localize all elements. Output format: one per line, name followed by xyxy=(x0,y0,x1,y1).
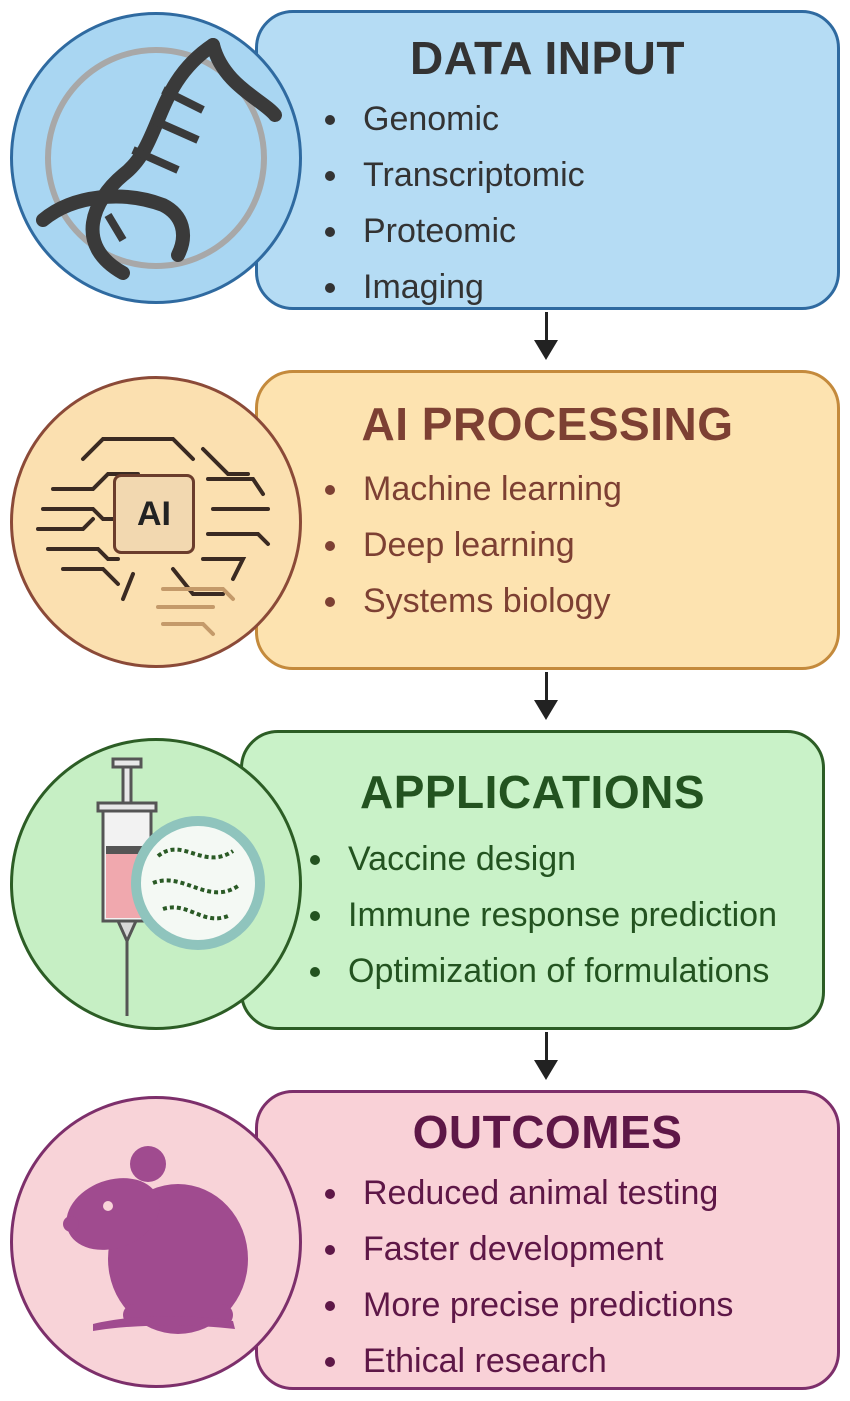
list-item: Genomic xyxy=(323,91,585,147)
data-input-title: DATA INPUT xyxy=(409,32,685,84)
list-item: Imaging xyxy=(323,259,585,315)
flow-arrow xyxy=(534,312,558,360)
applications-list: Vaccine design Immune response predictio… xyxy=(308,831,777,999)
list-item: Ethical research xyxy=(323,1333,733,1389)
list-item: Deep learning xyxy=(323,517,622,573)
ai-brain-icon: AI xyxy=(10,376,302,668)
syringe-virus-icon xyxy=(10,738,302,1030)
list-item: Proteomic xyxy=(323,203,585,259)
outcomes-list: Reduced animal testing Faster developmen… xyxy=(323,1165,733,1389)
list-item: Optimization of formulations xyxy=(308,943,777,999)
flow-arrow xyxy=(534,1032,558,1080)
list-item: Machine learning xyxy=(323,461,622,517)
list-item: Reduced animal testing xyxy=(323,1165,733,1221)
ai-chip: AI xyxy=(113,474,195,554)
applications-title: APPLICATIONS xyxy=(359,766,706,818)
ai-processing-box: AI PROCESSING Machine learning Deep lear… xyxy=(255,370,840,670)
list-item: Faster development xyxy=(323,1221,733,1277)
list-item: More precise predictions xyxy=(323,1277,733,1333)
flow-arrow xyxy=(534,672,558,720)
data-input-list: Genomic Transcriptomic Proteomic Imaging xyxy=(323,91,585,315)
outcomes-box: OUTCOMES Reduced animal testing Faster d… xyxy=(255,1090,840,1390)
list-item: Systems biology xyxy=(323,573,622,629)
list-item: Vaccine design xyxy=(308,831,777,887)
applications-box: APPLICATIONS Vaccine design Immune respo… xyxy=(240,730,825,1030)
ai-processing-title: AI PROCESSING xyxy=(361,398,734,450)
list-item: Immune response prediction xyxy=(308,887,777,943)
ai-processing-list: Machine learning Deep learning Systems b… xyxy=(323,461,622,629)
dna-icon xyxy=(10,12,302,304)
mouse-icon xyxy=(10,1096,302,1388)
outcomes-title: OUTCOMES xyxy=(412,1106,683,1158)
list-item: Transcriptomic xyxy=(323,147,585,203)
data-input-box: DATA INPUT Genomic Transcriptomic Proteo… xyxy=(255,10,840,310)
